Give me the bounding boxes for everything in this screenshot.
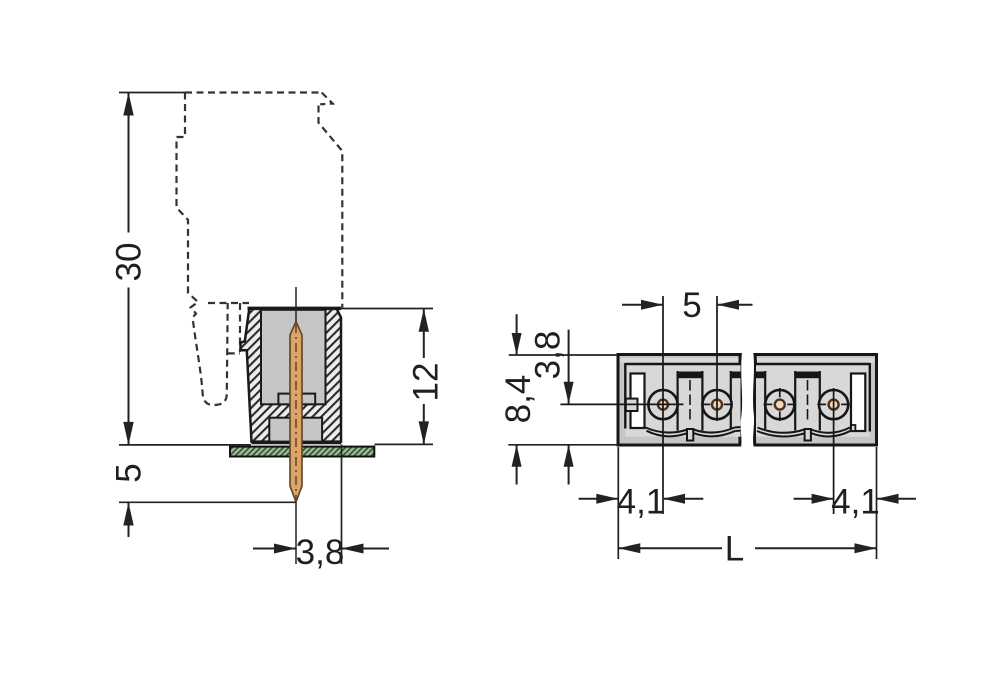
svg-text:12: 12 xyxy=(406,363,445,402)
svg-text:4,1: 4,1 xyxy=(617,482,666,521)
svg-text:5: 5 xyxy=(682,286,701,325)
svg-text:4,1: 4,1 xyxy=(831,482,880,521)
svg-text:8,4: 8,4 xyxy=(499,375,538,424)
svg-text:5: 5 xyxy=(109,463,148,482)
svg-text:L: L xyxy=(725,529,744,568)
svg-text:3,8: 3,8 xyxy=(528,331,567,380)
svg-text:3,8: 3,8 xyxy=(296,533,345,572)
svg-text:30: 30 xyxy=(109,243,148,282)
